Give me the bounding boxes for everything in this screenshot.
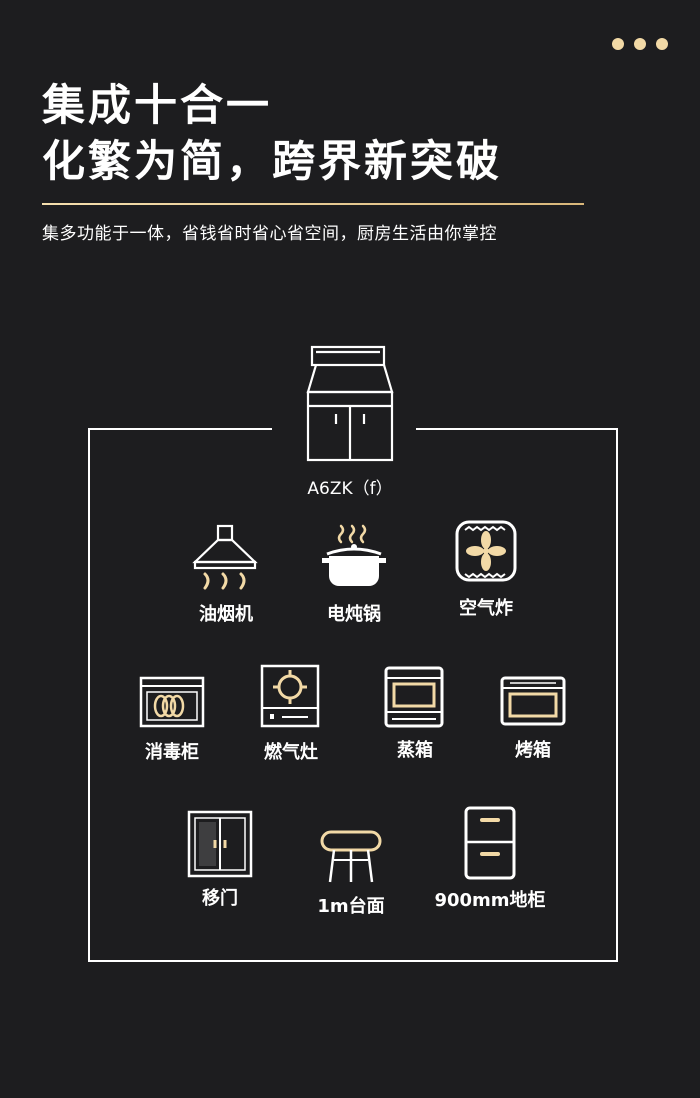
air-fryer-icon <box>455 520 517 582</box>
sliding-door-icon <box>187 810 253 878</box>
gold-divider <box>42 203 584 205</box>
feature-stew-pot: 电炖锅 <box>289 522 419 626</box>
feature-label: 电炖锅 <box>327 604 381 625</box>
headline-line-1: 集成十合一 <box>42 81 272 131</box>
feature-label: 燃气灶 <box>264 742 318 763</box>
dot-icon <box>612 38 624 50</box>
feature-sterilizer: 消毒柜 <box>107 670 237 764</box>
feature-oven: 烤箱 <box>468 668 598 762</box>
feature-label: 烤箱 <box>515 740 551 761</box>
subtitle: 集多功能于一体，省钱省时省心省空间，厨房生活由你掌控 <box>42 224 497 244</box>
feature-label: 油烟机 <box>199 604 253 625</box>
feature-label: 空气炸 <box>459 598 513 619</box>
feature-sliding-door: 移门 <box>155 810 285 910</box>
feature-range-hood: 油烟机 <box>161 522 291 626</box>
feature-label: 900mm地柜 <box>434 890 546 911</box>
product-model: A6ZK（f） <box>307 479 393 499</box>
feature-label: 移门 <box>202 888 238 909</box>
feature-label: 消毒柜 <box>145 742 199 763</box>
headline: 集成十合一 化繁为简，跨界新突破 <box>42 78 502 190</box>
menu-dots[interactable] <box>612 38 668 50</box>
feature-steam-oven: 蒸箱 <box>350 664 480 762</box>
feature-frame <box>88 428 618 962</box>
headline-line-2: 化繁为简，跨界新突破 <box>42 137 502 187</box>
feature-countertop: 1m台面 <box>286 824 416 918</box>
floor-cabinet-icon <box>464 806 516 880</box>
dot-icon <box>634 38 646 50</box>
feature-floor-cabinet: 900mm地柜 <box>425 806 555 912</box>
range-hood-icon <box>192 524 258 590</box>
stew-pot-icon <box>322 524 386 586</box>
dot-icon <box>656 38 668 50</box>
feature-label: 蒸箱 <box>397 740 433 761</box>
oven-icon <box>500 676 566 726</box>
sterilizer-icon <box>139 676 205 728</box>
feature-label: 1m台面 <box>317 896 385 917</box>
feature-air-fryer: 空气炸 <box>421 516 551 620</box>
steam-oven-icon <box>384 666 444 728</box>
gas-stove-icon <box>260 664 320 728</box>
integrated-stove-icon <box>302 344 398 464</box>
feature-gas-stove: 燃气灶 <box>226 662 356 764</box>
countertop-icon <box>320 830 382 883</box>
